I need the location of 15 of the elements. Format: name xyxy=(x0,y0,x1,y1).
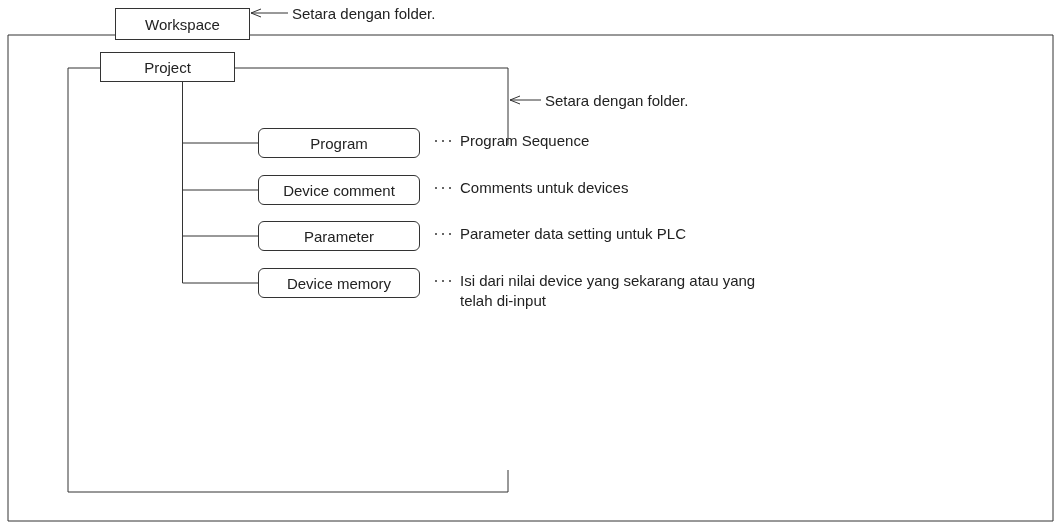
note-text: Setara dengan folder. xyxy=(292,3,792,23)
item-box: Device comment xyxy=(258,175,420,205)
description-text: Comments untuk devices xyxy=(460,178,629,198)
arrow xyxy=(250,8,289,18)
arrow xyxy=(509,95,542,105)
description-text: Isi dari nilai device yang sekarang atau yang telah di-input xyxy=(460,271,757,311)
description-text: Program Sequence xyxy=(460,131,590,151)
note-text: Setara dengan folder. xyxy=(545,90,1005,110)
item-box: Parameter xyxy=(258,221,420,251)
item-box: Program xyxy=(258,128,420,158)
folder-tab-label: Workspace xyxy=(115,8,250,40)
connector-line xyxy=(182,81,259,284)
folder-tab-label: Project xyxy=(100,52,235,82)
item-box: Device memory xyxy=(258,268,420,298)
description-text: Parameter data setting untuk PLC xyxy=(460,224,686,244)
